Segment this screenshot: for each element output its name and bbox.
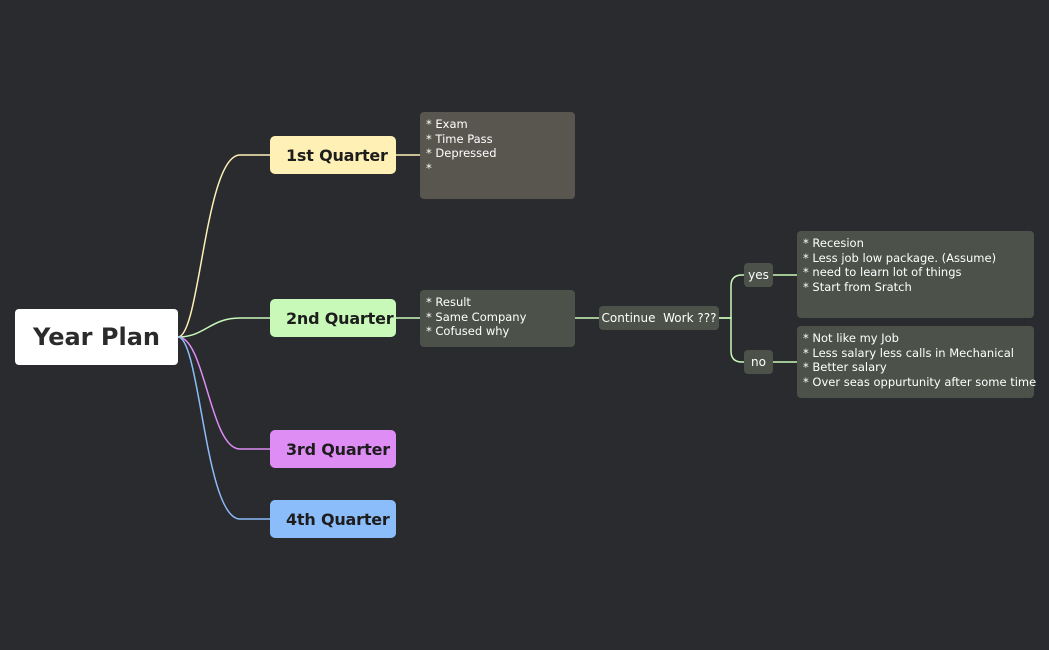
note-line: * Same Company: [426, 309, 527, 324]
decision-label: Continue Work ???: [601, 311, 717, 325]
note-line: * Over seas oppurtunity after some time: [803, 374, 1037, 389]
connector-decision-yes: [719, 274, 744, 319]
connector-decision-no: [719, 317, 744, 363]
branch-node-no[interactable]: no: [744, 350, 773, 374]
connector-q2: [177, 317, 270, 338]
quarter-node-4[interactable]: 4th Quarter: [270, 500, 396, 538]
quarter-node-3[interactable]: 3rd Quarter: [270, 430, 396, 468]
note-line: * Better salary: [803, 360, 887, 375]
quarter-1-label: 1st Quarter: [286, 145, 388, 165]
branch-node-yes[interactable]: yes: [744, 263, 773, 287]
note-line: * Recesion: [803, 236, 864, 250]
note-line: * Not like my Job: [803, 331, 899, 345]
no-note-node[interactable]: * Not like my Job * Less salary less cal…: [797, 326, 1037, 398]
quarter-node-1[interactable]: 1st Quarter: [270, 136, 396, 174]
note-line: * Cofused why: [426, 324, 510, 339]
note-line: * Less salary less calls in Mechanical: [803, 345, 1014, 360]
connector-q3: [177, 336, 270, 450]
q1-note-node[interactable]: * Exam * Time Pass * Depressed *: [420, 112, 575, 199]
quarter-2-label: 2nd Quarter: [286, 308, 394, 328]
quarter-4-label: 4th Quarter: [286, 509, 390, 529]
root-node-year-plan[interactable]: Year Plan: [15, 309, 178, 365]
root-label: Year Plan: [33, 323, 160, 351]
yes-label: yes: [748, 268, 769, 282]
note-line: * Less job low package. (Assume): [803, 250, 997, 265]
note-line: * Start from Sratch: [803, 279, 912, 294]
note-line: * Time Pass: [426, 131, 493, 146]
note-line: * need to learn lot of things: [803, 265, 962, 280]
yes-note-node[interactable]: * Recesion * Less job low package. (Assu…: [797, 231, 1034, 318]
note-line: * Exam: [426, 117, 468, 131]
note-line: * Result: [426, 295, 471, 309]
quarter-3-label: 3rd Quarter: [286, 439, 390, 459]
quarter-node-2[interactable]: 2nd Quarter: [270, 299, 396, 337]
q2-note-node[interactable]: * Result * Same Company * Cofused why: [420, 290, 575, 347]
connector-q4: [177, 336, 270, 520]
no-label: no: [751, 355, 766, 369]
note-line: *: [426, 160, 432, 175]
decision-node-continue-work[interactable]: Continue Work ???: [599, 306, 719, 330]
note-line: * Depressed: [426, 146, 497, 161]
connector-q1: [177, 154, 270, 338]
